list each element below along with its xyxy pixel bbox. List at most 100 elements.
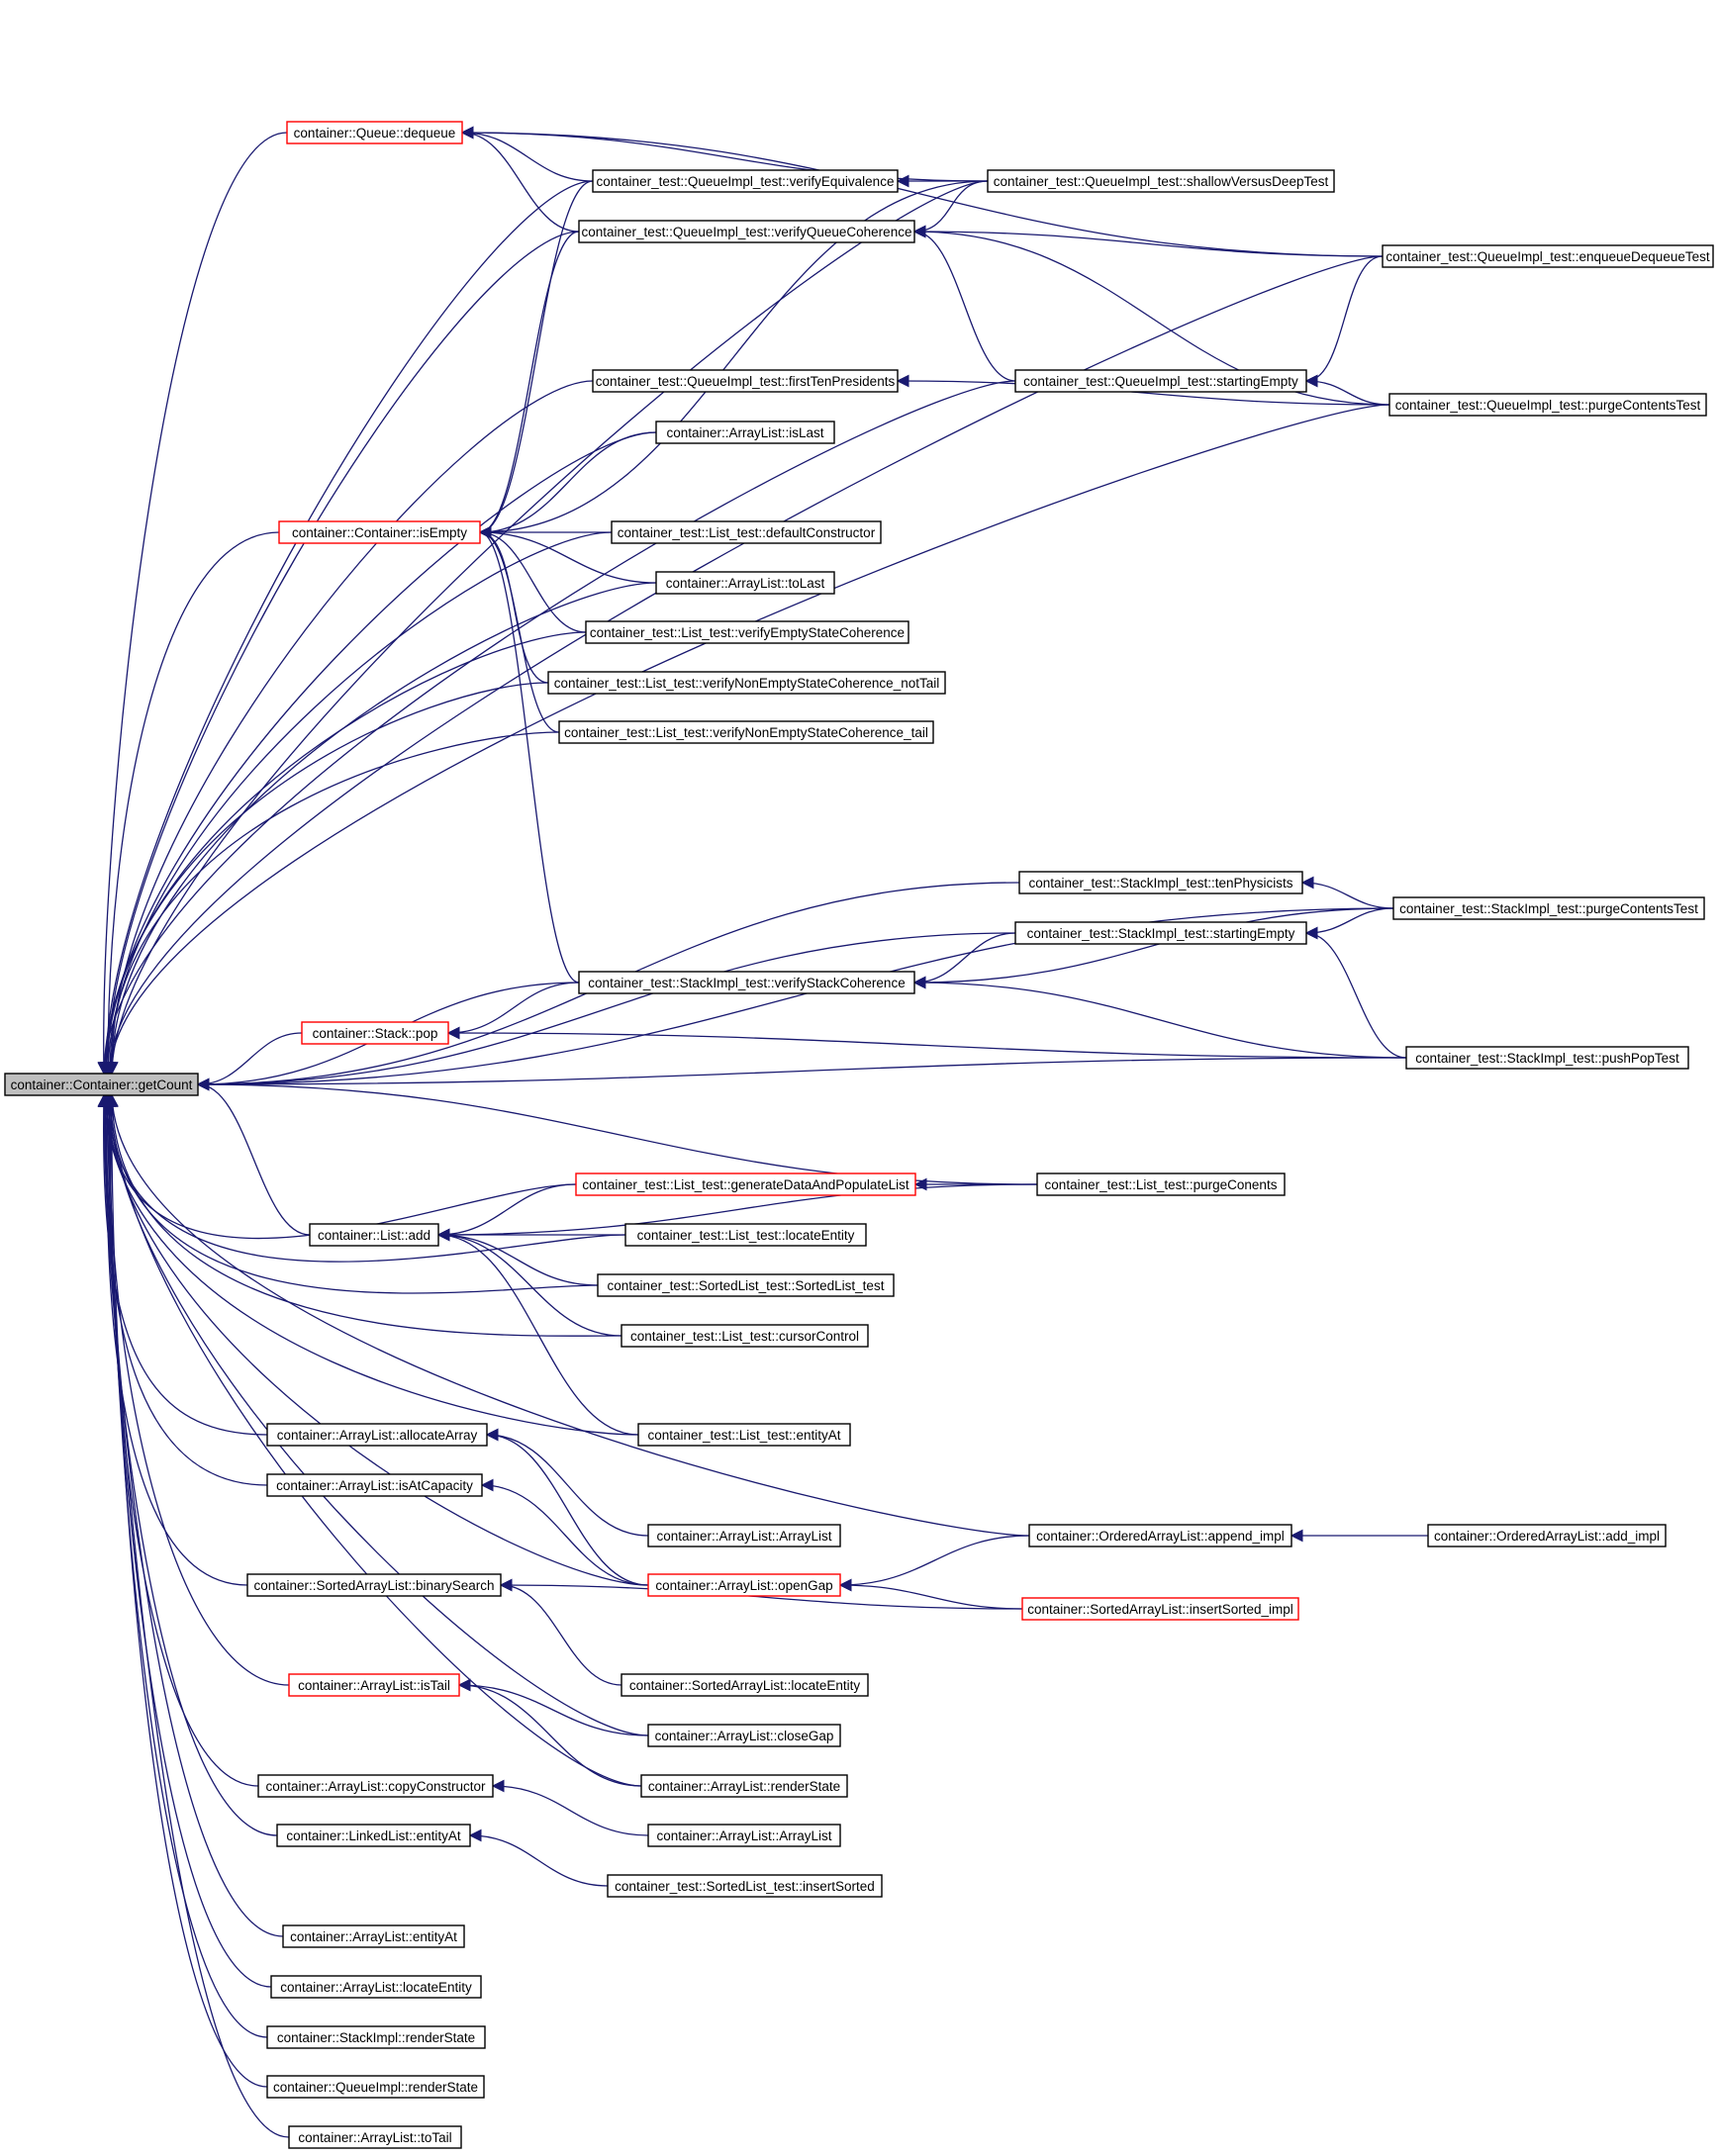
node-box-insertSortedImpl [1021, 1597, 1299, 1621]
edge-queueRender-to-getCount [105, 1093, 268, 2088]
node-isTail[interactable]: container::ArrayList::isTail [288, 1673, 460, 1697]
node-label: container::ArrayList::openGap [655, 1578, 832, 1593]
node-stackRender[interactable]: container::StackImpl::renderState [266, 2025, 486, 2049]
node-listLocateEntity[interactable]: container_test::List_test::locateEntity [624, 1223, 867, 1247]
node-box-openGap [647, 1573, 841, 1597]
node-purgeConents[interactable]: container_test::List_test::purgeConents [1036, 1172, 1286, 1196]
node-label: container::LinkedList::entityAt [286, 1828, 461, 1843]
node-box-listLocateEntity [624, 1223, 867, 1247]
node-addImpl[interactable]: container::OrderedArrayList::add_impl [1427, 1524, 1667, 1547]
node-label: container_test::StackImpl_test::tenPhysi… [1028, 876, 1292, 891]
node-dequeue[interactable]: container::Queue::dequeue [286, 121, 463, 144]
node-box-listEntityAt [637, 1423, 851, 1447]
node-label: container::ArrayList::ArrayList [656, 1828, 831, 1843]
edge-shallowVsDeep-to-isEmpty [478, 180, 989, 539]
node-firstTenPresidents[interactable]: container_test::QueueImpl_test::firstTen… [592, 369, 899, 393]
node-salLocateEntity[interactable]: container::SortedArrayList::locateEntity [621, 1673, 869, 1697]
edge-verifyStackCoherence-to-isEmpty [478, 525, 580, 984]
node-isAtCapacity[interactable]: container::ArrayList::isAtCapacity [266, 1473, 483, 1497]
node-box-allocateArray [266, 1423, 488, 1447]
node-queueRender[interactable]: container::QueueImpl::renderState [266, 2075, 485, 2099]
node-box-getCount [4, 1073, 199, 1096]
edge-verifyQueueCoherence-to-dequeue [460, 126, 580, 233]
node-sPurgeContents[interactable]: container_test::StackImpl_test::purgeCon… [1392, 896, 1705, 920]
node-sStartingEmpty[interactable]: container_test::StackImpl_test::starting… [1014, 921, 1307, 945]
edge-openGap-to-isAtCapacity [480, 1478, 649, 1586]
node-label: container_test::SortedList_test::SortedL… [608, 1278, 885, 1293]
node-binarySearch[interactable]: container::SortedArrayList::binarySearch [246, 1573, 502, 1597]
edge-toTail-to-getCount [97, 1093, 290, 2138]
edge-openGap-to-getCount [100, 1093, 649, 1586]
node-box-shallowVsDeep [987, 169, 1335, 193]
node-listEntityAt[interactable]: container_test::List_test::entityAt [637, 1423, 851, 1447]
edge-closeGap-to-isTail [457, 1678, 649, 1736]
node-defaultConstructor[interactable]: container_test::List_test::defaultConstr… [611, 520, 882, 544]
node-box-listAdd [309, 1223, 439, 1247]
node-alLocateEntity[interactable]: container::ArrayList::locateEntity [270, 1975, 482, 1999]
node-verifyEmptyState[interactable]: container_test::List_test::verifyEmptySt… [585, 620, 909, 644]
node-box-purgeConents [1036, 1172, 1286, 1196]
node-verifyEquivalence[interactable]: container_test::QueueImpl_test::verifyEq… [592, 169, 899, 193]
node-label: container_test::List_test::generateDataA… [582, 1177, 908, 1192]
node-verifyNonEmptyTail[interactable]: container_test::List_test::verifyNonEmpt… [558, 720, 934, 744]
node-box-alRenderState [640, 1774, 848, 1798]
node-closeGap[interactable]: container::ArrayList::closeGap [647, 1724, 841, 1747]
node-insertSortedImpl[interactable]: container::SortedArrayList::insertSorted… [1021, 1597, 1299, 1621]
node-toTail[interactable]: container::ArrayList::toTail [288, 2125, 462, 2149]
node-box-defaultConstructor [611, 520, 882, 544]
node-label: container::OrderedArrayList::add_impl [1434, 1529, 1660, 1544]
node-toLast[interactable]: container::ArrayList::toLast [655, 571, 835, 595]
node-insertSorted[interactable]: container_test::SortedList_test::insertS… [607, 1874, 883, 1898]
node-box-isEmpty [278, 520, 481, 544]
node-enqueueDequeue[interactable]: container_test::QueueImpl_test::enqueueD… [1382, 244, 1714, 268]
node-verifyNonEmptyNotTail[interactable]: container_test::List_test::verifyNonEmpt… [547, 671, 946, 695]
edge-sStartingEmpty-to-getCount [196, 932, 1016, 1091]
edge-verifyNonEmptyTail-to-getCount [101, 731, 560, 1076]
node-sortedListTest[interactable]: container_test::SortedList_test::SortedL… [597, 1273, 895, 1297]
node-verifyStackCoherence[interactable]: container_test::StackImpl_test::verifySt… [578, 971, 915, 994]
node-llEntityAt[interactable]: container::LinkedList::entityAt [276, 1824, 471, 1847]
node-qStartingEmpty[interactable]: container_test::QueueImpl_test::starting… [1014, 369, 1307, 393]
node-alRenderState[interactable]: container::ArrayList::renderState [640, 1774, 848, 1798]
edge-cursorControl-to-getCount [105, 1093, 622, 1337]
node-shallowVsDeep[interactable]: container_test::QueueImpl_test::shallowV… [987, 169, 1335, 193]
node-label: container_test::QueueImpl_test::firstTen… [596, 374, 896, 389]
node-box-alLocateEntity [270, 1975, 482, 1999]
node-label: container_test::QueueImpl_test::starting… [1023, 374, 1298, 389]
node-generateData[interactable]: container_test::List_test::generateDataA… [575, 1172, 916, 1196]
node-isLast[interactable]: container::ArrayList::isLast [655, 421, 835, 444]
node-verifyQueueCoherence[interactable]: container_test::QueueImpl_test::verifyQu… [578, 220, 915, 243]
node-label: container_test::QueueImpl_test::purgeCon… [1395, 398, 1701, 413]
edge-arrayListCtor1-to-allocateArray [485, 1428, 649, 1537]
node-box-enqueueDequeue [1382, 244, 1714, 268]
node-listAdd[interactable]: container::List::add [309, 1223, 439, 1247]
edge-qPurgeContents-to-verifyQueueCoherence [912, 225, 1390, 406]
node-qPurgeContents[interactable]: container_test::QueueImpl_test::purgeCon… [1388, 393, 1707, 417]
node-label: container::ArrayList::isLast [666, 425, 823, 440]
node-box-appendImpl [1028, 1524, 1292, 1547]
node-allocateArray[interactable]: container::ArrayList::allocateArray [266, 1423, 488, 1447]
node-alEntityAt[interactable]: container::ArrayList::entityAt [282, 1924, 465, 1948]
node-label: container::Stack::pop [313, 1026, 438, 1041]
node-pop[interactable]: container::Stack::pop [301, 1021, 449, 1045]
node-label: container_test::List_test::verifyEmptySt… [590, 625, 905, 640]
node-arrayListCtor1[interactable]: container::ArrayList::ArrayList [647, 1524, 841, 1547]
node-arrayListCtor2[interactable]: container::ArrayList::ArrayList [647, 1824, 841, 1847]
node-pushPopTest[interactable]: container_test::StackImpl_test::pushPopT… [1405, 1046, 1689, 1070]
node-cursorControl[interactable]: container_test::List_test::cursorControl [621, 1324, 869, 1348]
node-label: container_test::StackImpl_test::purgeCon… [1399, 901, 1698, 916]
node-appendImpl[interactable]: container::OrderedArrayList::append_impl [1028, 1524, 1292, 1547]
node-box-cursorControl [621, 1324, 869, 1348]
node-box-dequeue [286, 121, 463, 144]
node-isEmpty[interactable]: container::Container::isEmpty [278, 520, 481, 544]
node-copyConstructor[interactable]: container::ArrayList::copyConstructor [257, 1774, 494, 1798]
node-openGap[interactable]: container::ArrayList::openGap [647, 1573, 841, 1597]
node-box-verifyNonEmptyNotTail [547, 671, 946, 695]
node-getCount[interactable]: container::Container::getCount [4, 1073, 199, 1096]
node-tenPhysicists[interactable]: container_test::StackImpl_test::tenPhysi… [1018, 871, 1303, 894]
node-label: container_test::StackImpl_test::starting… [1027, 926, 1295, 941]
edge-purgeConents-to-getCount [196, 1078, 1038, 1185]
node-label: container::List::add [318, 1228, 430, 1243]
edge-pushPopTest-to-sStartingEmpty [1304, 926, 1407, 1059]
